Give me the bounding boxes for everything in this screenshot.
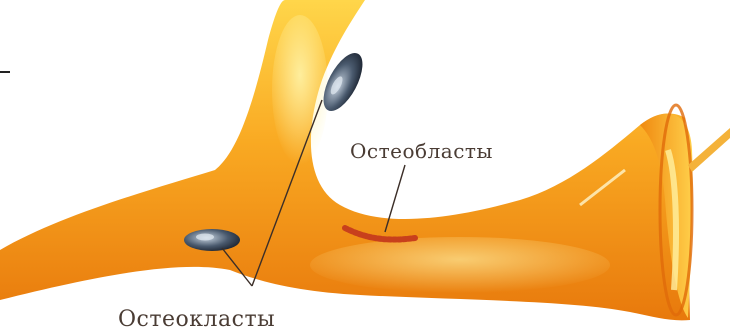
bone-highlight [272, 15, 328, 165]
osteoclast-cell-lower [184, 229, 240, 251]
bone-highlight-lower [310, 237, 610, 293]
osteoclasts-label: Остеокласты [118, 307, 275, 332]
osteoblasts-label: Остеобласты [350, 139, 493, 163]
bone-fiber [688, 128, 730, 172]
